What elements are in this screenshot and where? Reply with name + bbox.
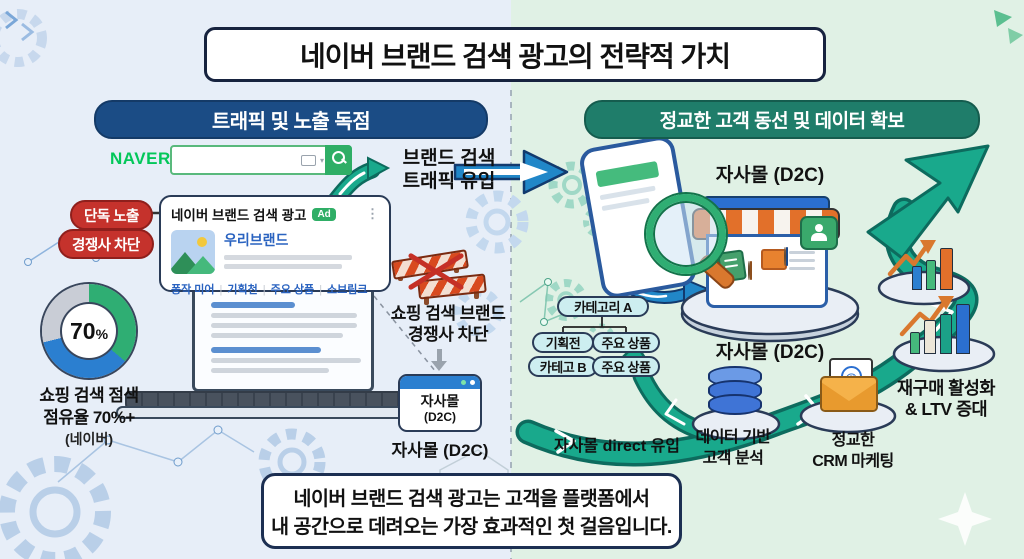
brand-name-link[interactable]: 우리브랜드: [224, 232, 289, 248]
text-line: [211, 368, 329, 373]
browser-body-label: 자사몰 (D2C): [420, 393, 460, 424]
d2c-browser-caption: 자사몰 (D2C): [391, 441, 489, 460]
text-line: [224, 264, 342, 269]
category-pill: 주요 상품: [592, 356, 660, 377]
person-torso: [750, 261, 752, 280]
donut-center-label: 70%: [62, 304, 116, 358]
text-line: [211, 313, 357, 318]
ad-card-title: 네이버 브랜드 검색 광고: [171, 208, 307, 223]
person-head: [748, 261, 750, 280]
person-torso: [718, 251, 720, 270]
naver-logo: NAVER: [110, 149, 171, 168]
chart-bar: [912, 266, 922, 290]
text-line: [211, 347, 321, 353]
badge-competitor-block: 경쟁사 차단: [58, 229, 154, 259]
search-input[interactable]: ▾: [170, 145, 352, 175]
direct-inflow-label: 자사몰 direct 유입: [553, 438, 681, 455]
page-title: 네이버 브랜드 검색 광고의 전략적 가치: [204, 27, 826, 82]
sun-icon: [197, 237, 207, 247]
ad-sublinks: 퐁작 미어기획천주요 상품소브림크: [171, 281, 379, 297]
d2c-browser-window: 자사몰 (D2C): [398, 374, 482, 432]
crm-marketing-caption: 정교한 CRM 마케팅: [812, 432, 894, 470]
email-icon: @: [820, 358, 878, 416]
growth-chart-icon: [898, 288, 990, 366]
ad-sublink[interactable]: 주요 상품: [258, 284, 314, 296]
donut-caption: 쇼핑 검색 점색 점유율 70%+ (네이버): [39, 386, 139, 447]
search-button[interactable]: [325, 145, 352, 175]
category-pill: 주요 상품: [592, 332, 660, 353]
text-line: [211, 302, 295, 308]
chart-bar: [924, 320, 936, 354]
traffic-inflow-label: 브랜드 검색 트래픽 유입: [402, 148, 496, 192]
ad-sublink[interactable]: 소브림크: [314, 284, 367, 296]
profile-icon: [811, 233, 827, 241]
keyboard-icon: [301, 155, 316, 166]
ad-sublink[interactable]: 기획천: [215, 284, 258, 296]
mall-d2c-label: 자사몰 (D2C): [715, 342, 825, 363]
right-section-header: 정교한 고객 동선 및 데이터 확보: [584, 100, 980, 139]
magnifier-icon: [646, 194, 726, 274]
category-pill: 기획전: [532, 332, 594, 353]
growth-chart-icon: [884, 236, 968, 296]
barrier-icon: [390, 247, 488, 309]
down-arrow-icon: [431, 361, 447, 371]
chart-bar: [940, 314, 952, 354]
shopping-block-label: 쇼핑 검색 브랜드 경쟁사 차단: [390, 304, 506, 344]
caret-down-icon: ▾: [319, 156, 324, 165]
more-menu-icon[interactable]: ⋮: [366, 206, 379, 221]
chart-bar: [910, 332, 920, 354]
badge-exclusive-exposure: 단독 노출: [70, 200, 153, 230]
text-line: [601, 197, 650, 212]
browser-titlebar: [400, 376, 480, 389]
mountain-icon: [185, 256, 215, 274]
category-pill: 카테고 B: [528, 356, 598, 377]
store-d2c-label: 자사몰 (D2C): [715, 165, 825, 186]
text-line: [211, 358, 361, 363]
text-line: [211, 323, 357, 328]
brand-search-ad-card: 네이버 브랜드 검색 광고 Ad ⋮ 우리브랜드 퐁작 미어기획천주요 상품소브…: [159, 195, 391, 296]
window-dot-icon: [470, 380, 475, 385]
text-line: [789, 267, 815, 270]
person-head: [784, 247, 786, 266]
ad-badge: Ad: [312, 207, 336, 221]
down-arrow-icon: [437, 349, 442, 361]
tag-line: [724, 258, 738, 263]
text-line: [211, 333, 343, 338]
text-line: [224, 255, 352, 260]
brand-image-thumbnail: [171, 230, 215, 274]
customer-profile-bubble: [800, 216, 838, 250]
person-torso: [786, 247, 788, 266]
database-disk: [708, 394, 762, 415]
market-share-donut-chart: 70%: [42, 284, 136, 378]
chart-bar: [956, 304, 970, 354]
ad-sublink[interactable]: 퐁작 미어: [171, 284, 215, 296]
window-dot-icon: [461, 380, 466, 385]
chart-bar: [926, 260, 936, 290]
left-section-header: 트래픽 및 노출 독점: [94, 100, 488, 139]
customer-figure: [784, 247, 788, 266]
footer-message: 네이버 브랜드 검색 광고는 고객을 플랫폼에서 내 공간으로 데려오는 가장 …: [261, 473, 682, 549]
ltv-caption: 재구매 활성화 & LTV 증대: [897, 378, 995, 419]
profile-icon: [815, 224, 823, 232]
database-icon: [708, 366, 762, 415]
data-analysis-caption: 데이터 기반 고객 분석: [695, 429, 771, 467]
category-pill-root: 카테고리 A: [557, 296, 649, 317]
tag-line: [724, 264, 739, 268]
chart-bar: [940, 248, 953, 290]
laptop-screen: [192, 280, 374, 392]
customer-figure: [748, 261, 752, 280]
text-line: [789, 259, 815, 262]
phone-search-result-bar: [595, 160, 660, 188]
text-line: [789, 251, 815, 254]
